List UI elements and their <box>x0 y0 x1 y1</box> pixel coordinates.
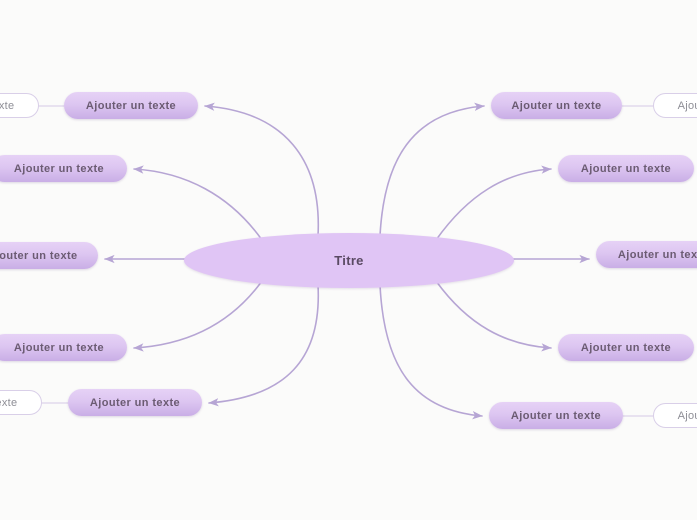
topic-node-label: Ajouter un texte <box>89 396 181 409</box>
subtopic-node-label: Ajouter un texte <box>0 99 15 112</box>
topic-node-label: Ajouter un texte <box>0 249 78 262</box>
central-topic-label: Titre <box>334 253 364 268</box>
topic-node-label: Ajouter un texte <box>617 248 697 261</box>
connector-edge <box>133 280 263 352</box>
topic-node[interactable]: Ajouter un texte <box>64 92 198 119</box>
topic-node[interactable]: Ajouter un texte <box>596 241 697 268</box>
topic-node-label: Ajouter un texte <box>85 99 177 112</box>
connector-edge <box>379 284 483 420</box>
subtopic-node[interactable]: Ajouter un texte <box>653 403 697 428</box>
topic-node-label: Ajouter un texte <box>510 409 602 422</box>
topic-node[interactable]: Ajouter un texte <box>491 92 622 119</box>
connector-edge <box>379 102 485 237</box>
topic-node-label: Ajouter un texte <box>580 341 672 354</box>
subtopic-node-label: Ajouter un texte <box>677 409 697 422</box>
topic-node[interactable]: Ajouter un texte <box>558 155 694 182</box>
subtopic-node-label: Ajouter un texte <box>0 396 18 409</box>
topic-node[interactable]: Ajouter un texte <box>489 402 623 429</box>
connector-edge <box>435 165 552 241</box>
topic-node-label: Ajouter un texte <box>511 99 602 112</box>
connector-edge <box>435 280 552 352</box>
subtopic-node[interactable]: Ajouter un texte <box>653 93 697 118</box>
connector-edge <box>204 102 320 237</box>
connector-edge <box>133 165 263 241</box>
topic-node[interactable]: Ajouter un texte <box>0 155 127 182</box>
central-topic-node[interactable]: Titre <box>184 233 514 288</box>
subtopic-node[interactable]: Ajouter un texte <box>0 390 42 415</box>
topic-node[interactable]: Ajouter un texte <box>0 242 98 269</box>
subtopic-node[interactable]: Ajouter un texte <box>0 93 39 118</box>
topic-node[interactable]: Ajouter un texte <box>558 334 694 361</box>
subtopic-node-label: Ajouter un texte <box>677 99 697 112</box>
topic-node-label: Ajouter un texte <box>13 162 105 175</box>
connector-edge <box>208 284 320 407</box>
topic-node[interactable]: Ajouter un texte <box>0 334 127 361</box>
topic-node-label: Ajouter un texte <box>13 341 105 354</box>
topic-node-label: Ajouter un texte <box>580 162 672 175</box>
topic-node[interactable]: Ajouter un texte <box>68 389 202 416</box>
